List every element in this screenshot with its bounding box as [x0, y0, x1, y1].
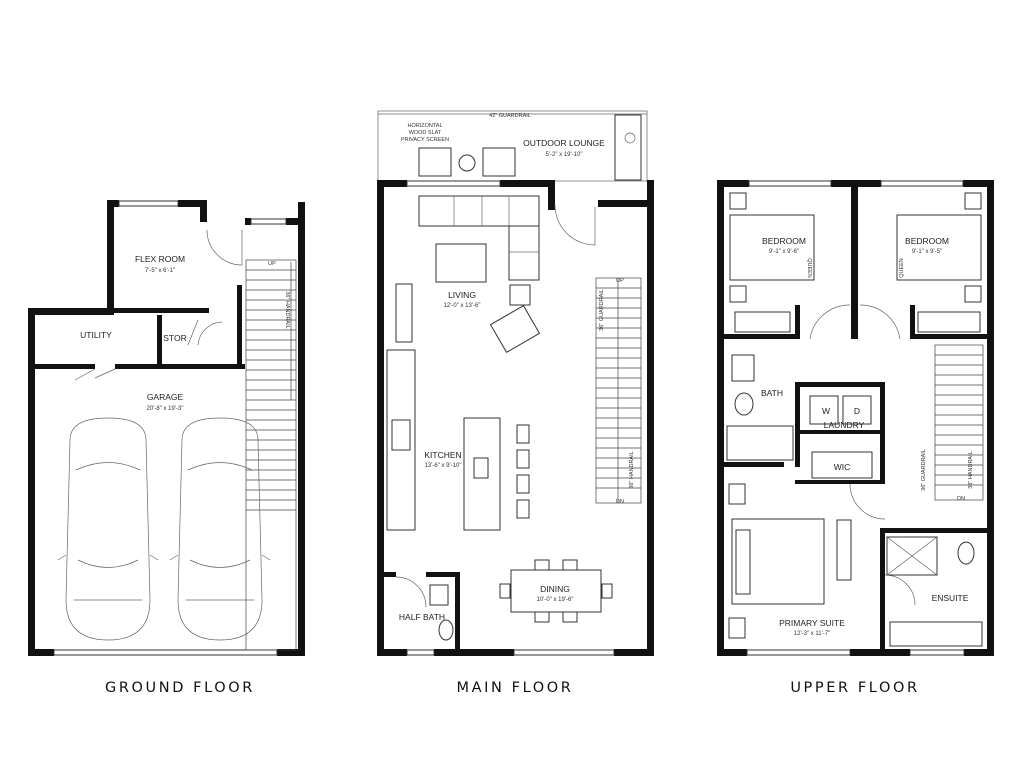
toilet-icon — [438, 619, 454, 641]
sink-icon — [731, 354, 755, 382]
privacy-screen-line-1: HORIZONTAL — [407, 123, 442, 129]
queen-bed-icon — [896, 214, 982, 281]
bedroom-1-queen-label: QUEEN — [806, 258, 812, 278]
dryer-icon — [842, 395, 872, 425]
main-guardrail-36-label: 36" GUARDRAIL — [599, 289, 605, 331]
dresser-icon — [836, 519, 852, 581]
flex-room-dims: 7'-5" x 6'-1" — [145, 268, 175, 274]
bathtub-icon — [726, 425, 794, 461]
wic-label: WIC — [834, 462, 851, 472]
utility-label: UTILITY — [80, 330, 112, 340]
toilet-icon — [957, 541, 975, 565]
bath-label: BATH — [761, 388, 783, 398]
dryer-label: D — [854, 406, 860, 416]
guardrail-42-label: 42" GUARDRAIL — [489, 113, 531, 119]
laundry-label: LAUNDRY — [824, 420, 865, 430]
half-bath-label: HALF BATH — [399, 612, 445, 622]
garage-label: GARAGE — [147, 392, 184, 402]
fireplace-icon — [395, 283, 413, 343]
ground-handrail-label: 36" HANDRAIL — [284, 291, 290, 328]
dining-table-icon — [510, 569, 602, 613]
ensuite-label: ENSUITE — [932, 593, 969, 603]
bedroom-1-dims: 9'-1" x 9'-6" — [769, 249, 799, 255]
flex-room-label: FLEX ROOM — [135, 254, 185, 264]
ground-stair-up-label: UP — [268, 261, 276, 267]
ground-floor-title: GROUND FLOOR — [105, 680, 255, 696]
garage-dims: 20'-8" x 19'-3" — [147, 406, 184, 412]
privacy-screen-line-3: PRIVACY SCREEN — [401, 137, 449, 143]
ground-floor-plan: UP 36" HANDRAIL FLEX ROOM 7'-5" x 6'-1" … — [28, 200, 305, 696]
privacy-screen-line-2: WOOD SLAT — [409, 130, 442, 136]
living-dims: 12'-0" x 13'-6" — [444, 303, 481, 309]
side-table-icon — [458, 154, 476, 172]
queen-bed-icon — [729, 214, 815, 281]
outdoor-lounge-dims: 5'-2" x 19'-10" — [546, 152, 583, 158]
outdoor-kitchen-icon — [614, 114, 642, 181]
deck-chair-icon — [482, 147, 516, 177]
upper-floor-plan: BEDROOM 9'-1" x 9'-6" QUEEN BEDROOM 9'-1… — [717, 180, 994, 696]
kitchen-label: KITCHEN — [424, 450, 461, 460]
primary-suite-label: PRIMARY SUITE — [779, 618, 845, 628]
armchair-icon — [489, 304, 541, 354]
deck-chair-icon — [418, 147, 452, 177]
living-label: LIVING — [448, 290, 476, 300]
coffee-table-icon — [435, 243, 487, 283]
dining-dims: 10'-0" x 19'-6" — [537, 597, 574, 603]
bedroom-2-dims: 9'-1" x 9'-5" — [912, 249, 942, 255]
closet-icon — [917, 311, 981, 333]
primary-suite-dims: 12'-3" x 11'-7" — [794, 631, 830, 637]
closet-icon — [734, 311, 791, 333]
ottoman-icon — [509, 284, 531, 306]
outdoor-lounge-label: OUTDOOR LOUNGE — [523, 138, 605, 148]
car-left-icon — [57, 417, 159, 641]
main-stair-dn-label: DN — [616, 499, 624, 505]
bedroom-2-label: BEDROOM — [905, 236, 949, 246]
main-floor-plan: 42" GUARDRAIL HORIZONTAL WOOD SLAT PRIVA… — [377, 110, 654, 696]
car-right-icon — [169, 417, 271, 641]
upper-stair-dn-label: DN — [957, 496, 965, 502]
main-stair-up-label: UP — [616, 278, 624, 284]
bedroom-2-queen-label: QUEEN — [899, 258, 905, 278]
washer-icon — [809, 395, 839, 425]
upper-guardrail-label: 36" GUARDRAIL — [921, 449, 927, 491]
upper-floor-title: UPPER FLOOR — [790, 680, 919, 696]
sectional-sofa-icon — [418, 195, 540, 227]
bedroom-1-label: BEDROOM — [762, 236, 806, 246]
stor-label: STOR — [163, 333, 186, 343]
toilet-icon — [734, 392, 754, 416]
main-floor-title: MAIN FLOOR — [457, 680, 574, 696]
dining-label: DINING — [540, 584, 570, 594]
kitchen-island-icon — [463, 417, 501, 531]
upper-handrail-label: 36" HANDRAIL — [968, 451, 974, 488]
sink-icon — [429, 584, 449, 606]
double-vanity-icon — [889, 621, 983, 647]
washer-label: W — [822, 406, 830, 416]
kitchen-dims: 13'-6" x 9'-10" — [425, 463, 462, 469]
main-handrail-label: 36" HANDRAIL — [629, 451, 635, 488]
